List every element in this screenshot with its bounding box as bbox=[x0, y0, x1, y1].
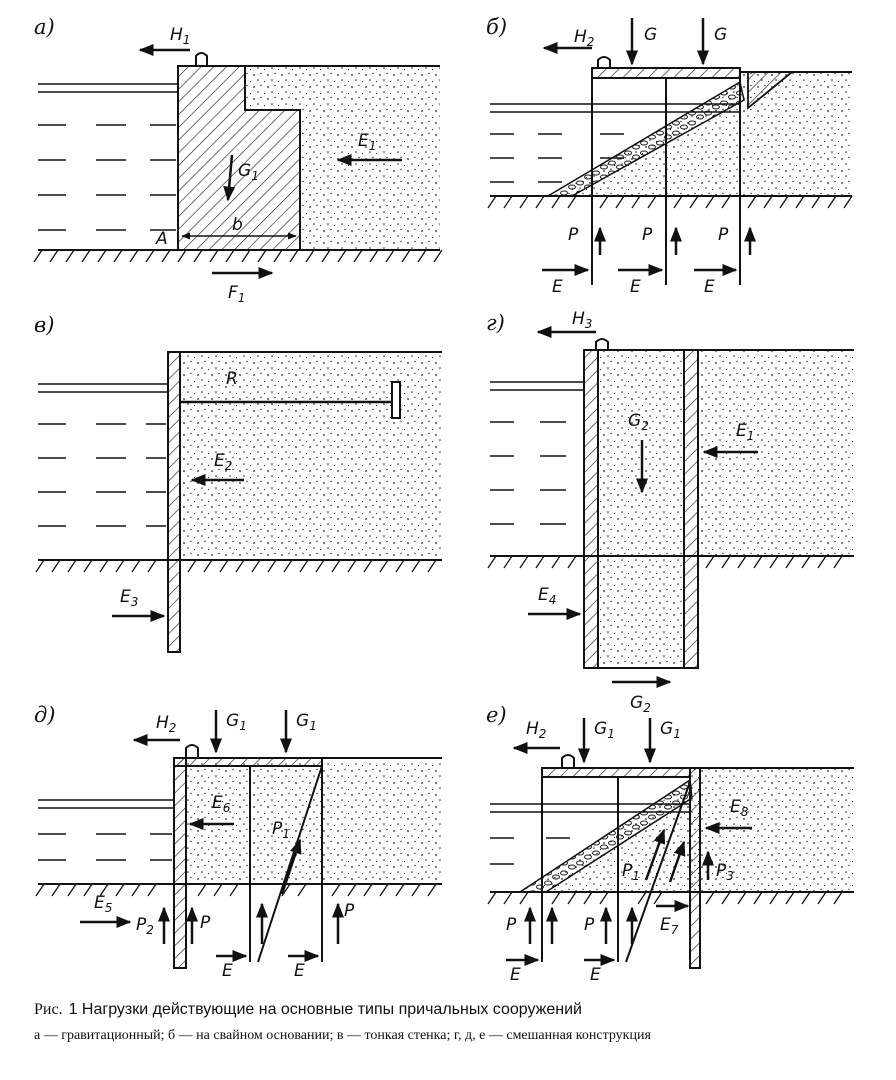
pile-reactions-d bbox=[158, 902, 344, 962]
water-v bbox=[38, 383, 168, 527]
piles-e bbox=[541, 777, 691, 963]
label-e5: E5 bbox=[94, 893, 112, 915]
label-b: b bbox=[232, 215, 243, 235]
caption-title: Рис. 1 Нагрузки действующие на основные т… bbox=[34, 1000, 884, 1020]
bollard-e bbox=[561, 754, 575, 768]
label-e8: E8 bbox=[730, 797, 749, 819]
arrow-g1 bbox=[223, 154, 236, 202]
bollard-b bbox=[597, 56, 611, 68]
label-e-2-d: E bbox=[294, 961, 305, 981]
deck-e bbox=[541, 767, 691, 778]
label-e-2-e: E bbox=[590, 965, 601, 985]
label-g1: G1 bbox=[238, 161, 259, 183]
label-e7: E7 bbox=[660, 915, 679, 937]
panel-label-b: б) bbox=[486, 15, 507, 39]
panel-label-g: г) bbox=[486, 311, 505, 335]
water-a bbox=[38, 83, 178, 231]
label-p-2-e: P bbox=[584, 915, 595, 935]
label-g-right-b: G bbox=[714, 25, 727, 45]
label-f1: F1 bbox=[228, 283, 245, 305]
label-e1: E1 bbox=[358, 131, 376, 153]
label-h2-d: H2 bbox=[156, 713, 176, 735]
figure-diagram: а) H1 G1 E1 b A F1 bbox=[33, 15, 854, 985]
arrow-p1-d bbox=[280, 838, 302, 895]
label-g1-right-d: G1 bbox=[296, 711, 317, 733]
label-e-3-b: E bbox=[704, 277, 715, 297]
panel-b: б) H2 G G P P P E E E bbox=[486, 15, 853, 297]
panel-label-e: е) bbox=[486, 703, 507, 727]
panel-label-v: в) bbox=[34, 313, 54, 337]
label-g2-cell: G2 bbox=[628, 411, 649, 433]
panel-e: е) H2 G1 G1 E8 P1 P3 E7 P P E E bbox=[486, 703, 854, 985]
water-g bbox=[490, 381, 584, 525]
bollard-d bbox=[185, 744, 199, 758]
sheet-wall-v bbox=[167, 351, 181, 653]
label-p1-d: P1 bbox=[272, 819, 290, 841]
deck-b bbox=[591, 67, 741, 79]
label-p1-e: P1 bbox=[622, 861, 640, 883]
label-g1-left-d: G1 bbox=[226, 711, 247, 733]
label-e-1-d: E bbox=[222, 961, 233, 981]
cell-wall-left-g bbox=[583, 349, 599, 669]
panel-label-a: а) bbox=[34, 15, 55, 39]
label-g-left-b: G bbox=[644, 25, 657, 45]
label-e-1-b: E bbox=[552, 277, 563, 297]
cell-wall-right-g bbox=[683, 349, 699, 669]
piles-d bbox=[249, 765, 323, 963]
label-g1-right-e: G1 bbox=[660, 719, 681, 741]
label-e3: E3 bbox=[120, 587, 138, 609]
sheet-wall-d bbox=[173, 757, 187, 969]
caption-legend: а — гравитационный; б — на свайном основ… bbox=[34, 1028, 884, 1043]
caption-legend-text: а — гравитационный; б — на свайном основ… bbox=[34, 1028, 651, 1043]
panel-a: а) H1 G1 E1 b A F1 bbox=[33, 15, 443, 305]
label-p-2-b: P bbox=[642, 225, 653, 245]
label-h3: H3 bbox=[572, 309, 592, 331]
caption-title-text: 1 Нагрузки действующие на основные типы … bbox=[68, 1001, 582, 1018]
caption-fig-label: Рис. bbox=[34, 1001, 63, 1018]
label-e6: E6 bbox=[212, 793, 231, 815]
figure-caption: Рис. 1 Нагрузки действующие на основные т… bbox=[34, 1000, 884, 1043]
panel-label-d: д) bbox=[34, 703, 56, 727]
label-p-3-b: P bbox=[718, 225, 729, 245]
panel-g: г) H3 G2 E1 E4 G2 bbox=[486, 309, 854, 715]
label-p-1-b: P bbox=[568, 225, 579, 245]
label-e2: E2 bbox=[214, 451, 232, 473]
label-g2-base: G2 bbox=[630, 693, 651, 715]
water-d bbox=[38, 799, 174, 861]
arrow-p1b-e bbox=[668, 840, 686, 883]
label-a-point: A bbox=[155, 229, 168, 249]
label-p-2-d: P bbox=[344, 901, 355, 921]
label-p-1-e: P bbox=[506, 915, 517, 935]
label-p2: P2 bbox=[136, 915, 154, 937]
label-h2-b: H2 bbox=[574, 27, 594, 49]
panel-d: д) H2 G1 G1 E6 P1 E5 P2 P P E E bbox=[34, 703, 442, 981]
pile-reactions-e bbox=[506, 906, 638, 966]
label-h1: H1 bbox=[170, 25, 190, 47]
label-e-1-e: E bbox=[510, 965, 521, 985]
label-p-1-d: P bbox=[200, 913, 211, 933]
bollard-a bbox=[195, 52, 208, 66]
label-h2-e: H2 bbox=[526, 719, 546, 741]
label-e-2-b: E bbox=[630, 277, 641, 297]
anchor-plate-v bbox=[391, 381, 401, 419]
label-e1-g: E1 bbox=[736, 421, 754, 443]
label-p3: P3 bbox=[716, 861, 734, 883]
pile-reactions-b bbox=[542, 226, 756, 276]
sheet-wall-e bbox=[689, 767, 701, 969]
deck-d bbox=[173, 757, 323, 767]
bollard-g bbox=[595, 338, 609, 350]
label-r: R bbox=[226, 369, 238, 389]
panel-v: в) R E2 E3 bbox=[34, 313, 442, 653]
cell-fill-g bbox=[598, 350, 684, 668]
label-g1-left-e: G1 bbox=[594, 719, 615, 741]
label-e4: E4 bbox=[538, 585, 556, 607]
arrow-p1-e bbox=[644, 828, 666, 881]
backfill-d bbox=[186, 760, 442, 884]
piles-b bbox=[591, 78, 741, 285]
